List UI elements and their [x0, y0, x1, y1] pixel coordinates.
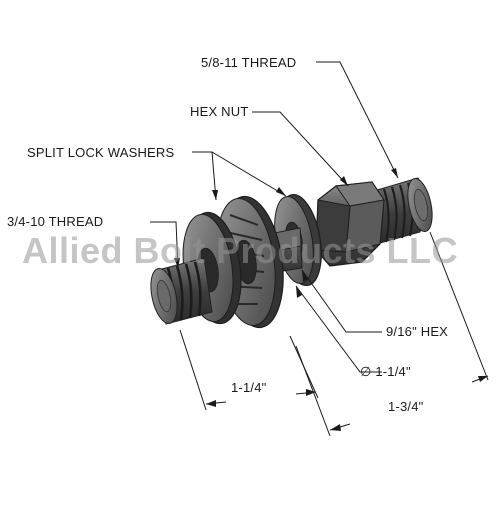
- label-thread-left: 3/4-10 THREAD: [7, 214, 104, 229]
- diameter-symbol: ∅: [360, 364, 372, 379]
- label-dim-long: 1-3/4": [388, 399, 424, 414]
- label-hex-size: 9/16" HEX: [386, 324, 449, 339]
- hex-nut: [315, 181, 385, 267]
- dimension-arrowheads: [206, 376, 488, 431]
- label-hex-nut: HEX NUT: [190, 104, 249, 119]
- diameter-value: 1-1/4": [375, 364, 411, 379]
- label-dim-short: 1-1/4": [231, 380, 267, 395]
- leader-lines: [150, 61, 399, 373]
- watermark: Allied Bolt Products LLC: [22, 230, 459, 271]
- label-thread-top: 5/8-11 THREAD: [201, 55, 297, 70]
- label-split-lock-washers: SPLIT LOCK WASHERS: [27, 145, 175, 160]
- large-thread-stud: [150, 257, 213, 325]
- label-diameter: ∅ 1-1/4": [360, 364, 411, 380]
- leader-arrowheads: [174, 168, 398, 298]
